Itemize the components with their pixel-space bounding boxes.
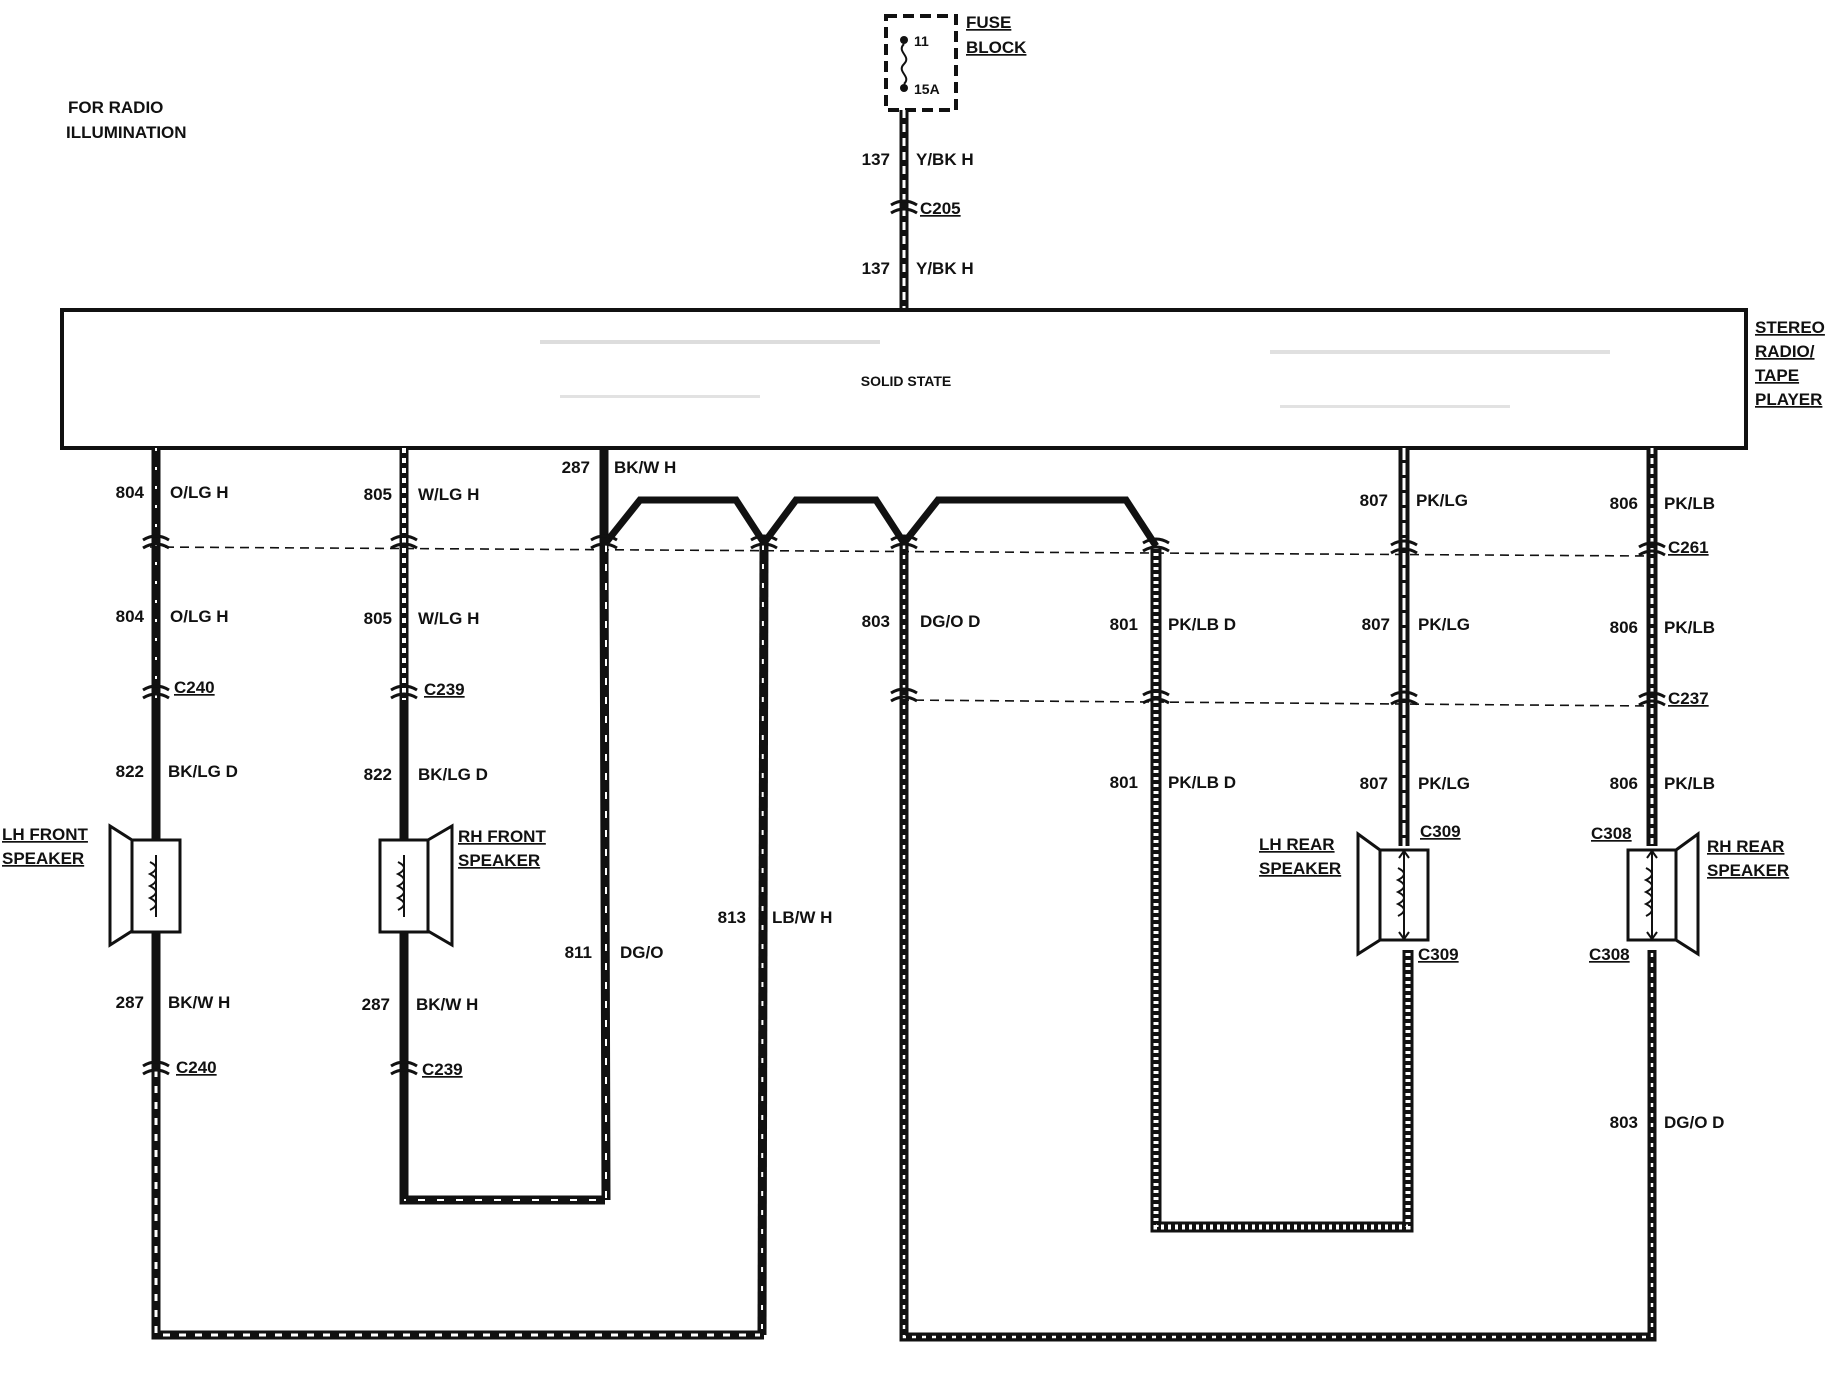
wire-805-lower-color: W/LG H	[418, 609, 479, 628]
wire-804-upper-color: O/LG H	[170, 483, 229, 502]
wire-801-upper-circuit: 801	[1110, 615, 1138, 634]
fuse-number: 11	[914, 33, 929, 49]
connector-c239-upper: C239	[424, 680, 465, 699]
fuse-block[interactable]: 11 15A	[884, 14, 958, 112]
wire-813-color: LB/W H	[772, 908, 832, 927]
radio-name-line1: STEREO	[1755, 318, 1825, 337]
connector-chevrons	[142, 534, 1666, 1076]
rh-rear-speaker[interactable]	[1626, 831, 1700, 957]
connector-c205-symbol	[890, 199, 918, 215]
fuse-block-title-line2: BLOCK	[966, 38, 1027, 57]
wire-806-middle-color: PK/LB	[1664, 618, 1715, 637]
rh-rear-speaker-label-line2: SPEAKER	[1707, 861, 1789, 880]
wire-137-upper-color: Y/BK H	[916, 150, 974, 169]
wire-137-upper-circuit: 137	[862, 150, 890, 169]
wire-803-upper-color: DG/O D	[920, 612, 980, 631]
rh-front-speaker-label-line1: RH FRONT	[458, 827, 546, 846]
fuse-rating: 15A	[914, 81, 940, 97]
wire-287-radio-circuit: 287	[562, 458, 590, 477]
wire-822-lh-circuit: 822	[116, 762, 144, 781]
wire-806-middle-circuit: 806	[1610, 618, 1638, 637]
radio-name-line2: RADIO/	[1755, 342, 1815, 361]
wire-805-upper-color: W/LG H	[418, 485, 479, 504]
radio-name-line4: PLAYER	[1755, 390, 1822, 409]
wire-811-color: DG/O	[620, 943, 663, 962]
rh-front-speaker[interactable]	[378, 823, 454, 948]
wire-287-lh-circuit: 287	[116, 993, 144, 1012]
wire-287-lh-color: BK/W H	[168, 993, 230, 1012]
connector-c261: C261	[1668, 538, 1709, 557]
wire-805-lower-circuit: 805	[364, 609, 392, 628]
connector-c205: C205	[920, 199, 961, 218]
wire-804-lower-color: O/LG H	[170, 607, 229, 626]
wire-806-bottom-color: PK/LB	[1664, 774, 1715, 793]
wire-804-upper-circuit: 804	[116, 483, 145, 502]
wire-804-lower-circuit: 804	[116, 607, 145, 626]
wire-803-upper-circuit: 803	[862, 612, 890, 631]
connector-c240-lower: C240	[176, 1058, 217, 1077]
lh-rear-speaker-label-line1: LH REAR	[1259, 835, 1335, 854]
wire-807-middle-circuit: 807	[1362, 615, 1390, 634]
wire-803-lower-circuit: 803	[1610, 1113, 1638, 1132]
wire-803-lower-color: DG/O D	[1664, 1113, 1724, 1132]
wire-805-upper-circuit: 805	[364, 485, 392, 504]
connector-c308-lower: C308	[1589, 945, 1630, 964]
wire-807-top-color: PK/LG	[1416, 491, 1468, 510]
wire-287-radio-color: BK/W H	[614, 458, 676, 477]
wire-803-dg-o[interactable]	[899, 543, 1657, 1342]
connector-c239-lower: C239	[422, 1060, 463, 1079]
wire-287-rh-circuit: 287	[362, 995, 390, 1014]
connector-c309-upper: C309	[1420, 822, 1461, 841]
wire-137-lower-circuit: 137	[862, 259, 890, 278]
wire-801-upper-color: PK/LB D	[1168, 615, 1236, 634]
wire-822-lh-color: BK/LG D	[168, 762, 238, 781]
rh-rear-speaker-label-line1: RH REAR	[1707, 837, 1784, 856]
wire-813-lb-w[interactable]	[757, 542, 769, 1336]
illumination-note-line1: FOR RADIO	[68, 98, 163, 117]
wire-807-bottom-circuit: 807	[1360, 774, 1388, 793]
wire-137-lower-color: Y/BK H	[916, 259, 974, 278]
wire-806-top-color: PK/LB	[1664, 494, 1715, 513]
connector-c237: C237	[1668, 689, 1709, 708]
wire-813-circuit: 813	[718, 908, 746, 927]
rh-front-speaker-label-line2: SPEAKER	[458, 851, 540, 870]
wire-806-top-circuit: 806	[1610, 494, 1638, 513]
wire-806-bottom-circuit: 806	[1610, 774, 1638, 793]
connector-c240-upper: C240	[174, 678, 215, 697]
wire-287-rh-color: BK/W H	[416, 995, 478, 1014]
wire-805-822-287-rh-front[interactable]	[399, 448, 605, 1205]
wire-801-lower-color: PK/LB D	[1168, 773, 1236, 792]
radio-solid-state-label: SOLID STATE	[861, 373, 951, 389]
radio-name-line3: TAPE	[1755, 366, 1799, 385]
wire-807-bottom-color: PK/LG	[1418, 774, 1470, 793]
fuse-block-title-line1: FUSE	[966, 13, 1011, 32]
connector-c309-lower: C309	[1418, 945, 1459, 964]
wire-807-top-circuit: 807	[1360, 491, 1388, 510]
wire-807-middle-color: PK/LG	[1418, 615, 1470, 634]
stereo-radio-unit[interactable]	[60, 308, 1748, 450]
wire-822-rh-circuit: 822	[364, 765, 392, 784]
lh-front-speaker-label-line1: LH FRONT	[2, 825, 89, 844]
wire-822-rh-color: BK/LG D	[418, 765, 488, 784]
illumination-note-line2: ILLUMINATION	[66, 123, 187, 142]
wire-811-circuit: 811	[565, 943, 592, 962]
lh-rear-speaker[interactable]	[1356, 831, 1430, 957]
wire-287-jumpers[interactable]	[601, 496, 1159, 550]
connector-c308-upper: C308	[1591, 824, 1632, 843]
lh-front-speaker[interactable]	[108, 823, 182, 948]
lh-front-speaker-label-line2: SPEAKER	[2, 849, 84, 868]
lh-rear-speaker-label-line2: SPEAKER	[1259, 859, 1341, 878]
wire-801-lower-circuit: 801	[1110, 773, 1138, 792]
wire-287-811-dg-o[interactable]	[599, 448, 611, 1201]
connector-row-c237-line	[899, 699, 1651, 707]
